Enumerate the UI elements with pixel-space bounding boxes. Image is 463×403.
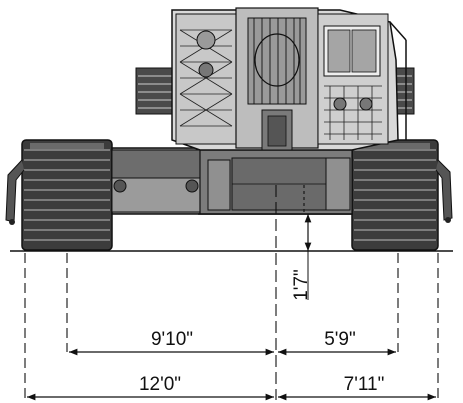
car-body bbox=[111, 147, 353, 215]
ground-clearance-label: 1'7" bbox=[291, 269, 312, 301]
gauge-left-label: 9'10" bbox=[151, 329, 193, 350]
overall-right-label: 7'11" bbox=[344, 374, 385, 395]
superstructure bbox=[135, 7, 415, 151]
right-crawler-track bbox=[351, 139, 453, 251]
overall-left-label: 12'0" bbox=[139, 374, 181, 395]
gauge-right-label: 5'9" bbox=[324, 329, 356, 350]
extension-lines bbox=[24, 185, 439, 400]
dimension-lines bbox=[27, 214, 436, 401]
left-crawler-track bbox=[5, 139, 113, 251]
